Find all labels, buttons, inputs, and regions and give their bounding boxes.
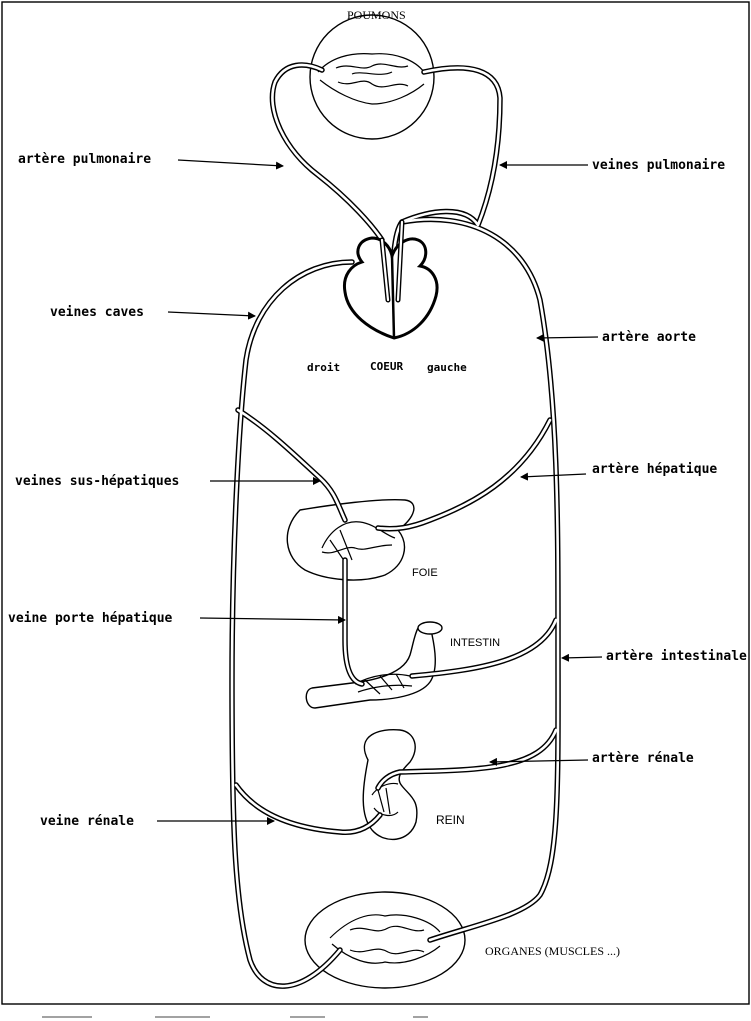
hepatic-portal-vein-label: veine porte hépatique [8, 611, 173, 626]
liver-label: FOIE [412, 567, 438, 579]
pulmonary-artery-label: artère pulmonaire [18, 152, 151, 167]
body-organs [305, 892, 465, 988]
lungs-label: POUMONS [347, 8, 406, 22]
vena-cava-leader [168, 312, 255, 316]
pulmonary-veins-label: veines pulmonaire [592, 158, 725, 173]
renal-artery-leader [490, 760, 588, 762]
vessel-network [232, 65, 558, 986]
hepatic-artery-label: artère hépatique [592, 462, 717, 477]
liver-organ [287, 500, 414, 580]
body-organs-label: ORGANES (MUSCLES ...) [485, 944, 620, 958]
heart-left-label: gauche [427, 361, 467, 374]
hepatic-portal-vein-leader [200, 618, 345, 620]
vena-cava-label: veines caves [50, 305, 144, 320]
intestinal-artery-leader [562, 657, 602, 658]
kidney-label: REIN [436, 813, 465, 827]
intestine-organ [306, 622, 442, 708]
hepatic-veins-label: veines sus-hépatiques [15, 474, 179, 489]
intestinal-artery-label: artère intestinale [606, 649, 747, 664]
heart-organ [344, 222, 437, 338]
renal-vein-label: veine rénale [40, 814, 134, 829]
heart-right-label: droit [307, 361, 340, 374]
lungs-organ [310, 15, 434, 139]
pulmonary-artery-leader [178, 160, 283, 166]
intestine-label: INTESTIN [450, 637, 500, 649]
renal-artery-label: artère rénale [592, 751, 694, 766]
heart-label: COEUR [370, 360, 403, 373]
aorta-label: artère aorte [602, 330, 696, 345]
